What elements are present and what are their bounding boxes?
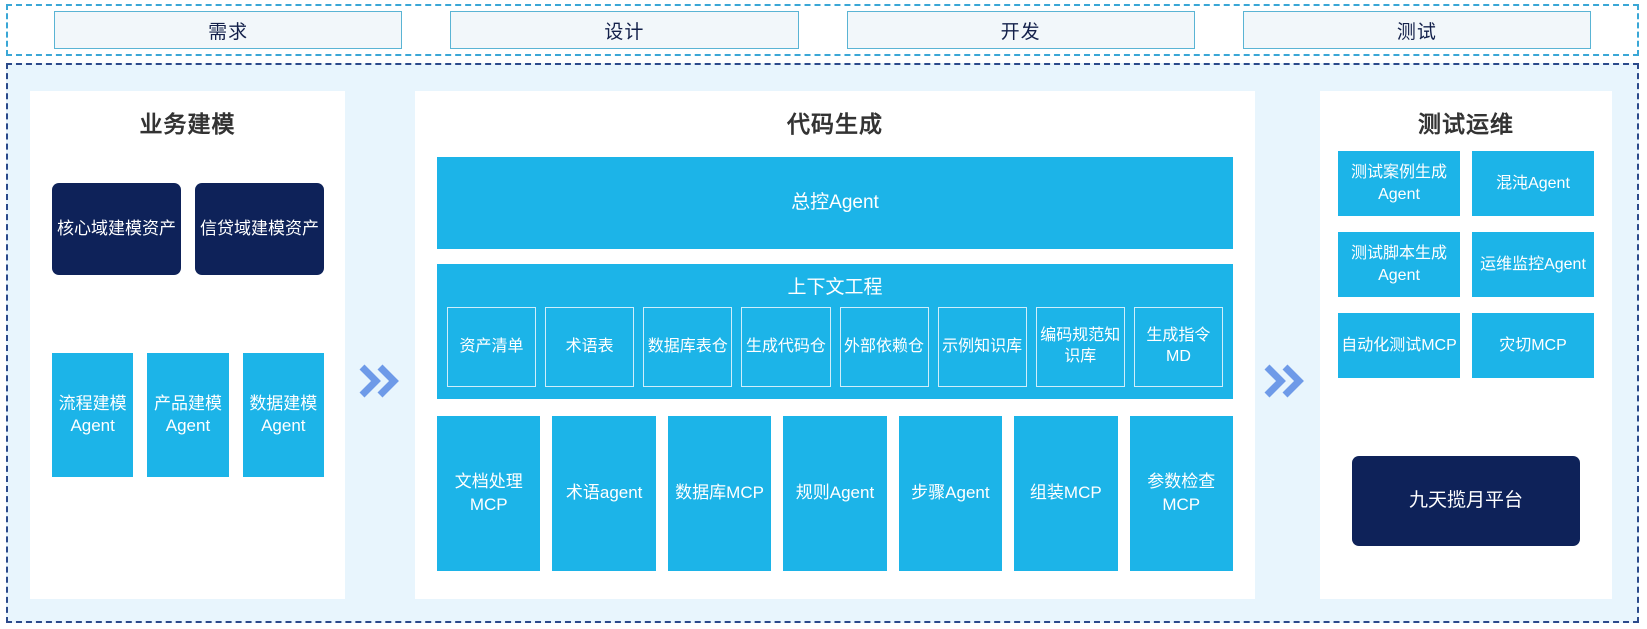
panel-code-generation: 代码生成 总控Agent 上下文工程 资产清单 术语表 数据库表仓 生成代码仓 … [415, 91, 1255, 599]
asset-credit-domain[interactable]: 信贷域建模资产 [195, 183, 324, 275]
tool-step-agent[interactable]: 步骤Agent [898, 416, 1003, 571]
agent-product-modeling[interactable]: 产品建模Agent [147, 353, 229, 477]
phase-box-testing[interactable]: 测试 [1242, 11, 1591, 49]
panel-title-code-generation: 代码生成 [787, 111, 883, 137]
business-assets-row: 核心域建模资产 信贷域建模资产 [52, 183, 324, 275]
panel-test-operations: 测试运维 测试案例生成Agent 混沌Agent 测试脚本生成Agent 运维监… [1320, 91, 1612, 599]
testops-disaster-recovery-mcp[interactable]: 灾切MCP [1472, 313, 1594, 378]
chevron-right-icon [356, 361, 402, 401]
context-engineering-items: 资产清单 术语表 数据库表仓 生成代码仓 外部依赖仓 示例知识库 编码规范知识库… [447, 307, 1223, 387]
phase-label: 开发 [1000, 21, 1041, 43]
context-item-coding-standard-knowledge-base[interactable]: 编码规范知识库 [1035, 307, 1125, 387]
context-item-glossary[interactable]: 术语表 [545, 307, 635, 387]
testops-test-script-generation-agent[interactable]: 测试脚本生成Agent [1338, 232, 1460, 297]
agent-data-modeling[interactable]: 数据建模Agent [242, 353, 324, 477]
context-item-external-dependency-repo[interactable]: 外部依赖仓 [839, 307, 929, 387]
context-item-asset-list[interactable]: 资产清单 [447, 307, 537, 387]
tool-database-mcp[interactable]: 数据库MCP [667, 416, 772, 571]
phase-strip: 需求 设计 开发 测试 [6, 4, 1639, 56]
tool-assembly-mcp[interactable]: 组装MCP [1014, 416, 1118, 571]
context-engineering-title: 上下文工程 [787, 277, 883, 298]
context-engineering-block: 上下文工程 资产清单 术语表 数据库表仓 生成代码仓 外部依赖仓 示例知识库 编… [437, 264, 1233, 399]
panel-title-test-operations: 测试运维 [1418, 111, 1514, 137]
context-item-generation-instruction-md[interactable]: 生成指令MD [1133, 307, 1223, 387]
testops-test-case-generation-agent[interactable]: 测试案例生成Agent [1338, 151, 1460, 216]
context-item-generated-code-repo[interactable]: 生成代码仓 [741, 307, 831, 387]
master-control-agent[interactable]: 总控Agent [437, 157, 1233, 249]
testops-automated-test-mcp[interactable]: 自动化测试MCP [1338, 313, 1460, 378]
phase-label: 需求 [208, 21, 249, 43]
business-agents-row: 流程建模Agent 产品建模Agent 数据建模Agent [52, 353, 324, 477]
agent-process-modeling[interactable]: 流程建模Agent [52, 353, 134, 477]
testops-chaos-agent[interactable]: 混沌Agent [1472, 151, 1594, 216]
test-operations-grid: 测试案例生成Agent 混沌Agent 测试脚本生成Agent 运维监控Agen… [1338, 151, 1594, 378]
panel-title-business-modeling: 业务建模 [139, 111, 236, 137]
chevron-right-icon [1261, 361, 1307, 401]
testops-operations-monitoring-agent[interactable]: 运维监控Agent [1472, 232, 1594, 297]
tool-rule-agent[interactable]: 规则Agent [783, 416, 887, 571]
context-item-example-knowledge-base[interactable]: 示例知识库 [937, 307, 1027, 387]
architecture-diagram-frame: 业务建模 核心域建模资产 信贷域建模资产 流程建模Agent 产品建模Agent… [6, 63, 1639, 623]
phase-box-design[interactable]: 设计 [450, 11, 799, 49]
phase-box-development[interactable]: 开发 [846, 11, 1195, 49]
platform-jiutian-lanyue[interactable]: 九天揽月平台 [1352, 456, 1580, 546]
phase-label: 设计 [604, 21, 645, 43]
asset-core-domain[interactable]: 核心域建模资产 [52, 183, 181, 275]
phase-label: 测试 [1396, 21, 1437, 43]
tool-document-processing-mcp[interactable]: 文档处理MCP [437, 416, 541, 571]
context-item-db-table-repo[interactable]: 数据库表仓 [643, 307, 733, 387]
phase-box-requirements[interactable]: 需求 [54, 11, 403, 49]
tool-parameter-check-mcp[interactable]: 参数检查MCP [1129, 416, 1233, 571]
code-generation-tools-row: 文档处理MCP 术语agent 数据库MCP 规则Agent 步骤Agent 组… [437, 416, 1233, 571]
tool-glossary-agent[interactable]: 术语agent [552, 416, 656, 571]
panel-business-modeling: 业务建模 核心域建模资产 信贷域建模资产 流程建模Agent 产品建模Agent… [30, 91, 345, 599]
